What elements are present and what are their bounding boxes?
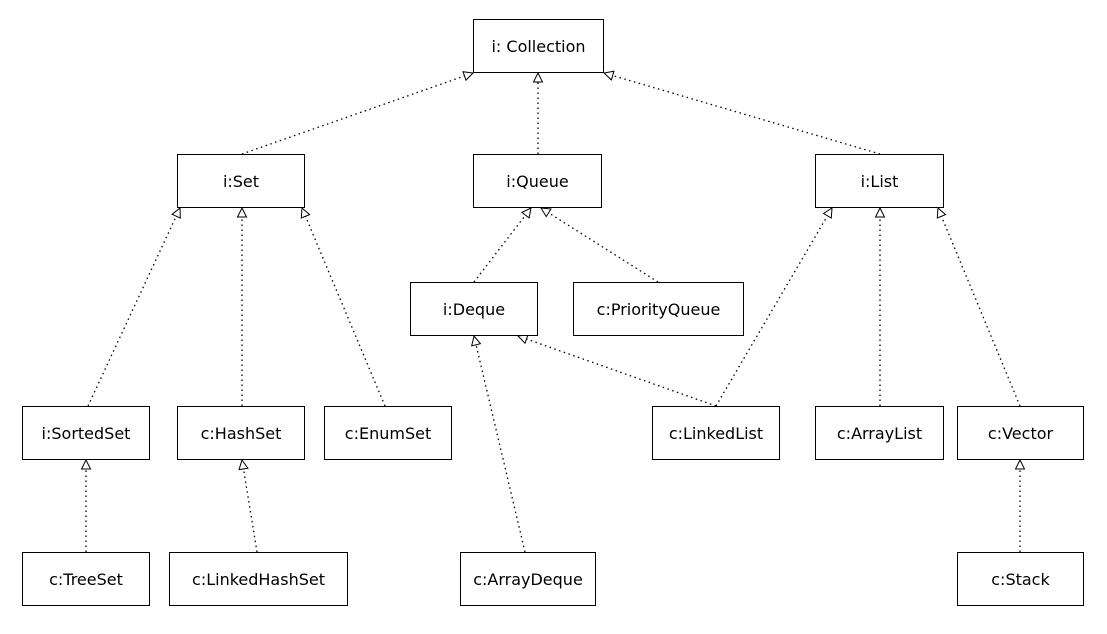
node-deque: i:Deque <box>410 282 538 336</box>
edge-line <box>940 216 1021 407</box>
edge-line <box>475 344 526 553</box>
node-array-deque: c:ArrayDeque <box>460 552 596 606</box>
edge-line <box>304 216 386 407</box>
node-list: i:List <box>815 154 944 208</box>
node-stack: c:Stack <box>957 552 1084 606</box>
edge-line <box>242 468 258 553</box>
edge-enum-set-to-set <box>300 206 386 407</box>
hollow-arrowhead-icon <box>462 71 475 82</box>
edge-line <box>548 212 659 283</box>
edge-array-deque-to-deque <box>471 334 526 553</box>
edge-hash-set-to-set <box>236 206 248 406</box>
node-linked-hash-set: c:LinkedHashSet <box>169 552 348 606</box>
hollow-arrowhead-icon <box>520 207 532 219</box>
hollow-arrowhead-icon <box>171 206 181 219</box>
edge-line <box>612 74 881 155</box>
hollow-arrowhead-icon <box>238 458 249 471</box>
hollow-arrowhead-icon <box>540 207 552 218</box>
edge-list-to-collection <box>602 70 881 155</box>
hollow-arrowhead-icon <box>532 71 544 83</box>
edge-queue-to-collection <box>532 71 544 154</box>
edge-line <box>526 338 717 407</box>
node-enum-set: c:EnumSet <box>324 406 452 460</box>
hollow-arrowhead-icon <box>822 207 833 219</box>
hollow-arrowhead-icon <box>236 206 248 218</box>
node-set: i:Set <box>177 154 305 208</box>
edge-linked-list-to-deque <box>516 334 717 407</box>
edge-sorted-set-to-set <box>87 206 181 407</box>
edge-tree-set-to-sorted-set <box>80 458 92 552</box>
edge-line <box>87 215 177 407</box>
node-sorted-set: i:SortedSet <box>22 406 150 460</box>
edge-line <box>241 75 465 155</box>
hollow-arrowhead-icon <box>516 334 529 345</box>
node-collection: i: Collection <box>473 19 604 73</box>
edge-array-list-to-list <box>874 206 886 406</box>
hollow-arrowhead-icon <box>471 334 482 347</box>
node-linked-list: c:LinkedList <box>652 406 780 460</box>
node-priority-queue: c:PriorityQueue <box>573 282 744 336</box>
edge-linked-list-to-list <box>715 207 833 407</box>
hollow-arrowhead-icon <box>602 70 615 81</box>
node-tree-set: c:TreeSet <box>22 552 150 606</box>
hollow-arrowhead-icon <box>80 458 92 470</box>
edge-deque-to-queue <box>473 207 532 283</box>
hollow-arrowhead-icon <box>936 206 947 219</box>
node-hash-set: c:HashSet <box>177 406 305 460</box>
edge-priority-queue-to-queue <box>540 207 659 283</box>
edge-vector-to-list <box>936 206 1021 407</box>
edge-stack-to-vector <box>1014 458 1026 552</box>
hollow-arrowhead-icon <box>1014 458 1026 470</box>
node-vector: c:Vector <box>957 406 1084 460</box>
edge-linked-hash-set-to-hash-set <box>238 458 258 553</box>
hollow-arrowhead-icon <box>300 206 311 219</box>
edge-line <box>715 215 829 407</box>
edge-line <box>473 214 527 283</box>
node-queue: i:Queue <box>473 154 602 208</box>
hollow-arrowhead-icon <box>874 206 886 218</box>
edge-set-to-collection <box>241 71 475 155</box>
node-array-list: c:ArrayList <box>815 406 944 460</box>
